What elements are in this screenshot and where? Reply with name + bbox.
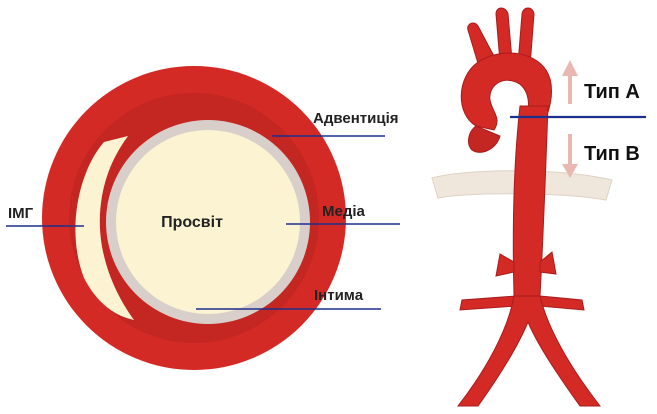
iliac-arteries: [458, 296, 600, 406]
adventitia-label: Адвентиція: [313, 110, 399, 127]
aortic-cross-section: Просвіт: [42, 66, 346, 370]
type-a-label: Тип A: [584, 81, 640, 103]
intima-label: Інтима: [314, 287, 364, 304]
aortic-root: [469, 126, 500, 152]
false-lumen-label: ІМГ: [8, 205, 34, 222]
aorta-illustration: [432, 8, 612, 406]
arrow-down-icon: [562, 134, 578, 178]
lumen-label: Просвіт: [161, 214, 223, 231]
type-b-label: Тип B: [584, 143, 640, 165]
stanford-arrows: [562, 60, 578, 178]
media-label: Медіа: [322, 203, 366, 220]
arrow-up-icon: [562, 60, 578, 104]
